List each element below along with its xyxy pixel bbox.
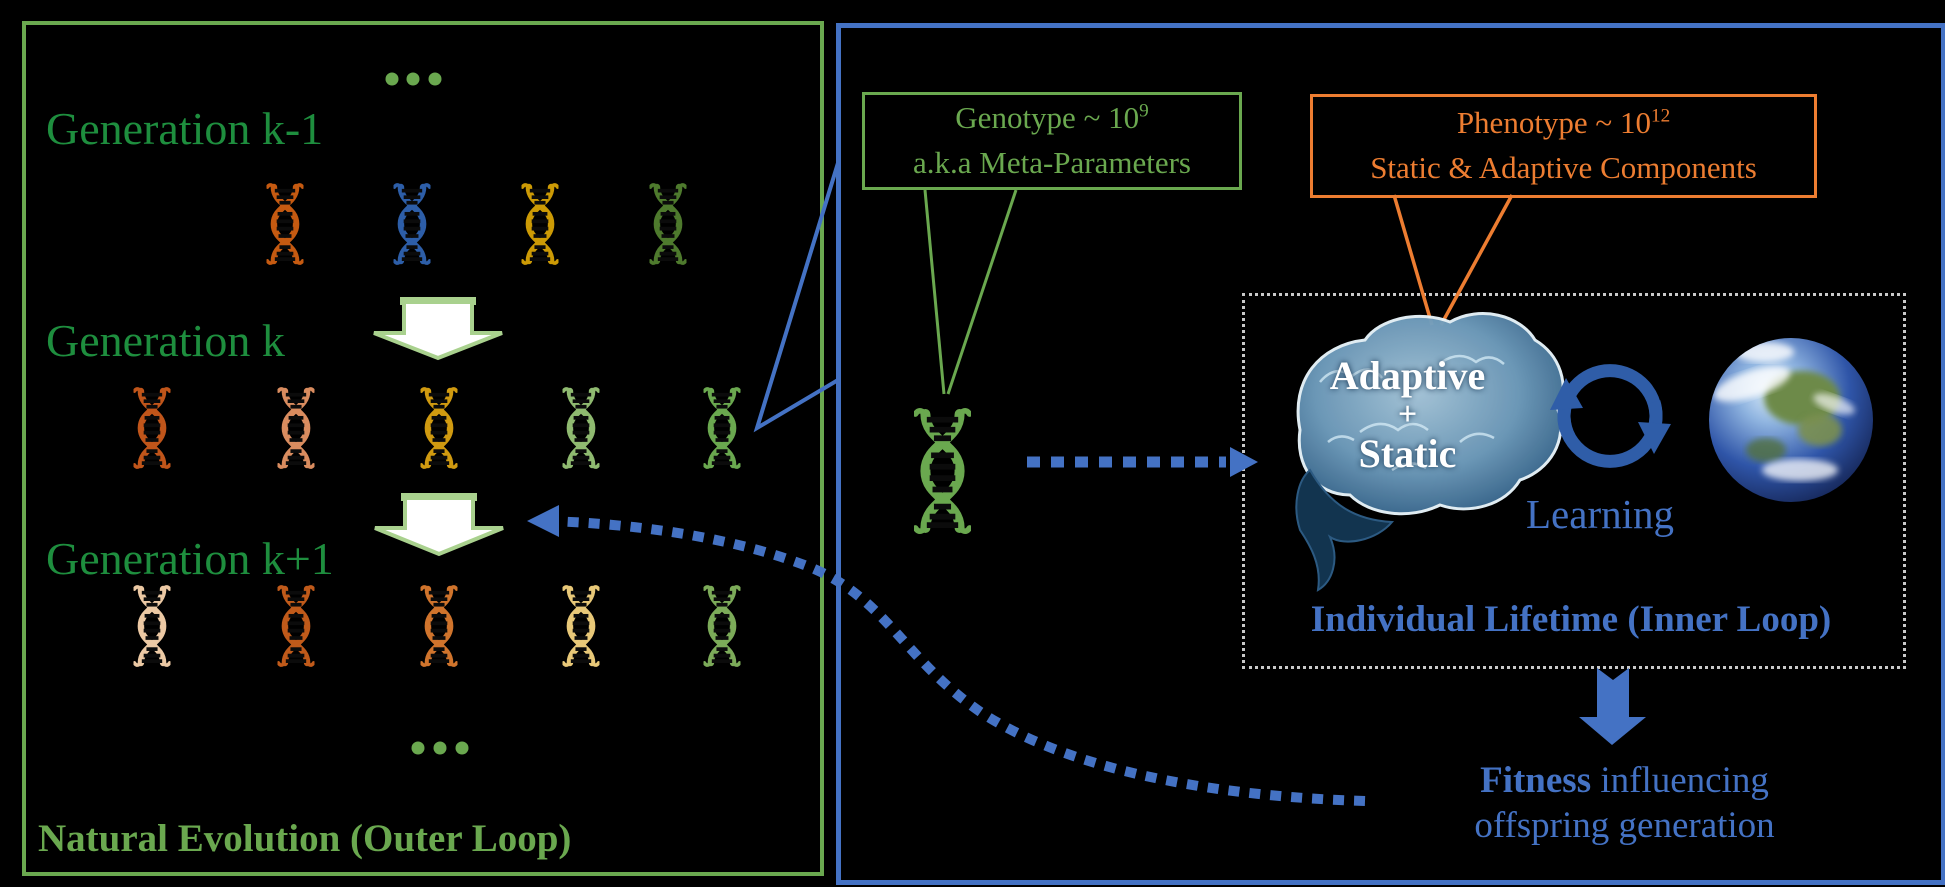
ellipsis-dot — [433, 741, 447, 755]
ellipsis-dot — [385, 72, 399, 86]
ellipsis-dot — [406, 72, 420, 86]
dna-strand-gen-k+1 — [134, 587, 169, 665]
dna-strand-gen-k-1 — [522, 185, 557, 263]
genotype-exponent: 9 — [1139, 100, 1149, 122]
phenotype-callout: Phenotype ~ 1012 Static & Adaptive Compo… — [1310, 94, 1817, 198]
dna-strand-gen-k+1 — [704, 587, 739, 665]
ellipsis-dots — [385, 72, 469, 755]
fitness-feedback-arrow — [527, 505, 1366, 806]
ellipsis-dot — [411, 741, 425, 755]
fitness-label: Fitness influencing offspring generation — [1402, 758, 1847, 848]
generation-k-1-label: Generation k-1 — [46, 103, 324, 154]
dna-strands — [134, 185, 969, 665]
dna-strand-gen-k-1 — [650, 185, 685, 263]
dna-strand-gen-k — [278, 389, 313, 467]
dna-strand-gen-k — [134, 389, 169, 467]
phenotype-line1: Phenotype ~ 1012 — [1456, 105, 1671, 141]
genotype-to-phenotype-arrow — [1027, 447, 1258, 477]
brain-label-plus: + — [1397, 396, 1418, 433]
brain-image — [1295, 312, 1565, 592]
genotype-zoom-lines — [753, 162, 840, 433]
dna-strand-gen-k+1 — [421, 587, 456, 665]
phenotype-callout-tail — [1392, 191, 1514, 326]
dna-strand-gen-k-1 — [267, 185, 302, 263]
generation-k+1-label: Generation k+1 — [46, 533, 334, 584]
learning-label: Learning — [1526, 491, 1674, 537]
individual-lifetime-box — [1242, 293, 1906, 669]
genotype-line2: a.k.a Meta-Parameters — [912, 145, 1191, 180]
dna-strand-genotype — [915, 411, 969, 531]
inner-loop-title: Individual Lifetime (Inner Loop) — [1310, 599, 1832, 640]
brain-label-static: Static — [1358, 431, 1457, 476]
learning-cycle-icon — [1550, 364, 1671, 468]
fitness-down-arrow — [1579, 668, 1646, 745]
dna-strand-gen-k — [704, 389, 739, 467]
dna-strand-gen-k+1 — [563, 587, 598, 665]
dna-strand-gen-k — [563, 389, 598, 467]
outer-loop-title: Natural Evolution (Outer Loop) — [38, 817, 572, 860]
inner-loop-outer-box — [836, 23, 1945, 885]
ellipsis-dot — [455, 741, 469, 755]
genotype-callout: Genotype ~ 109 a.k.a Meta-Parameters — [862, 92, 1242, 190]
fitness-line2: offspring generation — [1474, 805, 1775, 847]
generation-arrow-k1 — [374, 493, 504, 557]
generation-k-label: Generation k — [46, 315, 285, 366]
dna-strand-gen-k — [421, 389, 456, 467]
brain-label-adaptive: Adaptive — [1329, 353, 1486, 398]
genotype-line1: Genotype ~ 109 — [955, 100, 1149, 136]
ellipsis-dot — [428, 72, 442, 86]
phenotype-exponent: 12 — [1650, 105, 1671, 127]
fitness-line1: Fitness influencing — [1480, 760, 1769, 801]
outer-loop-box — [22, 21, 824, 876]
phenotype-line2: Static & Adaptive Components — [1370, 150, 1757, 185]
earth-image — [1709, 338, 1873, 502]
dna-strand-gen-k-1 — [394, 185, 429, 263]
dna-strand-gen-k+1 — [278, 587, 313, 665]
brain-label: Adaptive + Static — [1295, 356, 1520, 474]
genotype-callout-tail — [923, 187, 1018, 395]
generation-arrow-k — [373, 297, 503, 361]
